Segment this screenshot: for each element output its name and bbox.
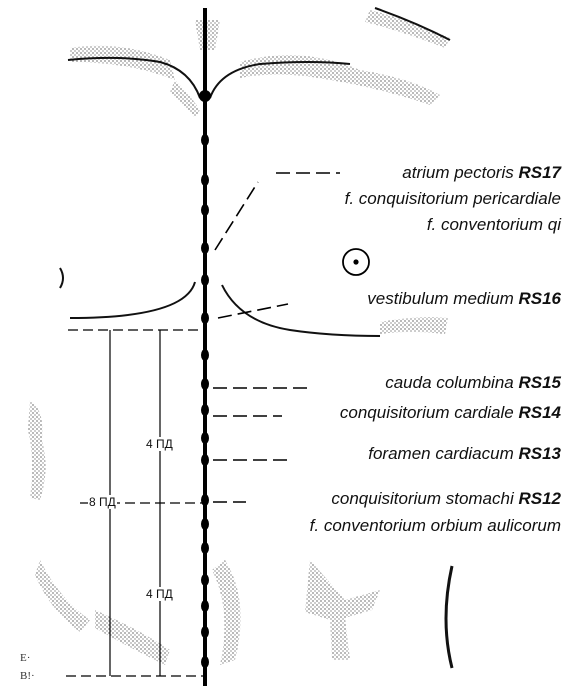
corner-mark-top: E·	[20, 652, 30, 664]
label-foramen-cardiacum: foramen cardiacum RS13	[368, 444, 561, 464]
label-cauda-columbina: cauda columbina RS15	[385, 373, 561, 393]
label-text: atrium pectoris	[402, 163, 518, 182]
label-conventorium-qi: f. conventorium qi	[427, 215, 561, 235]
leader-lines	[213, 173, 340, 502]
label-code: RS15	[518, 373, 561, 392]
circle-point-icon	[343, 249, 369, 275]
label-code: RS17	[518, 163, 561, 182]
measure-lines	[66, 330, 205, 676]
measure-lower: 4 ПД	[145, 587, 174, 601]
label-text: f. conquisitorium pericardiale	[345, 189, 561, 208]
label-atrium-pectoris: atrium pectoris RS17	[402, 163, 561, 183]
label-conquisitorium-cardiale: conquisitorium cardiale RS14	[340, 403, 561, 423]
label-code: RS12	[518, 489, 561, 508]
label-text: foramen cardiacum	[368, 444, 518, 463]
label-vestibulum-medium: vestibulum medium RS16	[367, 289, 561, 309]
label-text: cauda columbina	[385, 373, 518, 392]
label-orbium-aulicorum: f. conventorium orbium aulicorum	[310, 516, 561, 536]
label-text: conquisitorium stomachi	[331, 489, 518, 508]
corner-mark-bottom: B!·	[20, 670, 35, 682]
measure-total: 8 ПД	[88, 495, 117, 509]
label-code: RS14	[518, 403, 561, 422]
label-pericardiale: f. conquisitorium pericardiale	[345, 189, 561, 209]
label-code: RS16	[518, 289, 561, 308]
acupoint-dots	[199, 90, 211, 668]
label-text: vestibulum medium	[367, 289, 518, 308]
label-text: conquisitorium cardiale	[340, 403, 519, 422]
label-text: f. conventorium orbium aulicorum	[310, 516, 561, 535]
label-code: RS13	[518, 444, 561, 463]
bone-shading	[28, 10, 450, 665]
label-conquisitorium-stomachi: conquisitorium stomachi RS12	[331, 489, 561, 509]
label-text: f. conventorium qi	[427, 215, 561, 234]
measure-upper: 4 ПД	[145, 437, 174, 451]
anatomy-outlines	[60, 8, 452, 668]
